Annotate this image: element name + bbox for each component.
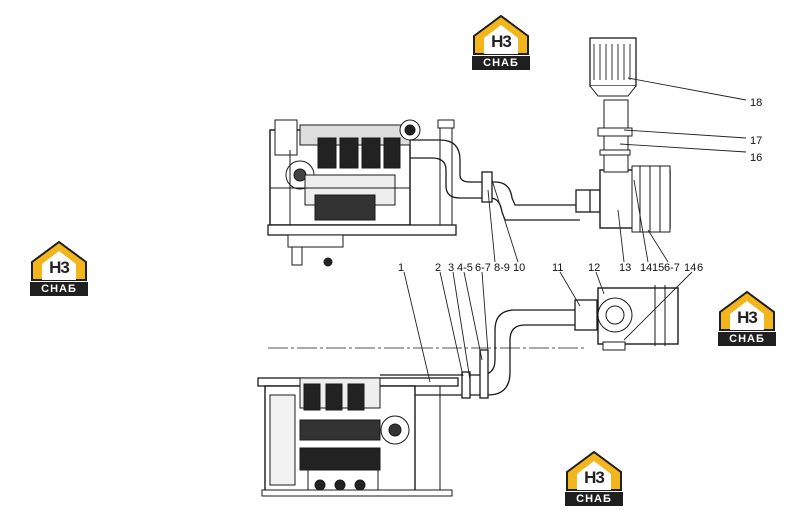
callout-11: 11 <box>552 262 564 274</box>
house-icon <box>566 450 622 491</box>
callout-14: 14 <box>640 262 653 274</box>
callout-10: 10 <box>513 262 526 274</box>
house-icon <box>473 14 529 55</box>
logo-text: СНАБ <box>30 282 88 296</box>
watermark-logo: H3 СНАБ <box>716 288 778 346</box>
callout-12: 12 <box>588 262 601 274</box>
callout-2: 2 <box>435 262 442 274</box>
leader-lines <box>403 77 747 383</box>
logo-mark: H3 <box>737 308 758 327</box>
logo-mark: H3 <box>49 258 70 277</box>
logo-mark: H3 <box>584 468 605 487</box>
upper-engine <box>267 119 457 267</box>
logo-text: СНАБ <box>565 492 623 506</box>
lower-engine <box>257 377 459 497</box>
callout-6: 6 <box>697 262 704 274</box>
callout-6-7: 6-7 <box>475 262 491 274</box>
callout-6-7-b: 6-7 <box>664 262 680 274</box>
upper-intake-pipe <box>410 139 601 221</box>
callout-3: 3 <box>448 262 455 274</box>
lower-intake-pipe <box>380 299 598 399</box>
watermark-logo: H3 СНАБ <box>563 448 625 506</box>
callout-13: 13 <box>619 262 632 274</box>
air-cleaner-lower <box>597 285 679 351</box>
logo-text: СНАБ <box>472 56 530 70</box>
air-cleaner-upper <box>589 37 671 233</box>
watermark-logo: H3 СНАБ <box>28 238 90 296</box>
callout-14-b: 14 <box>684 262 697 274</box>
callout-1: 1 <box>398 262 405 274</box>
callout-18: 18 <box>750 97 763 109</box>
callout-17: 17 <box>750 135 763 147</box>
logo-mark: H3 <box>491 32 512 51</box>
callout-15: 15 <box>652 262 665 274</box>
house-icon <box>719 290 775 331</box>
watermark-logo: H3 СНАБ <box>470 12 532 70</box>
callout-4-5: 4-5 <box>457 262 473 274</box>
callout-16: 16 <box>750 152 763 164</box>
callout-8-9: 8-9 <box>494 262 510 274</box>
house-icon <box>31 240 87 281</box>
logo-text: СНАБ <box>718 332 776 346</box>
